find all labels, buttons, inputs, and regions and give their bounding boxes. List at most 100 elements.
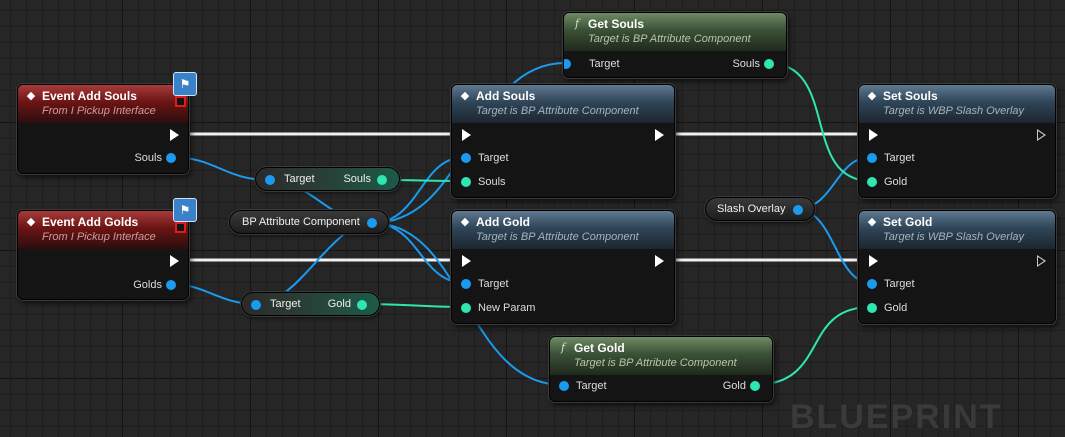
node-header: f Get Souls Target is BP Attribute Compo… xyxy=(564,13,786,51)
golds-output-pin-row: Golds xyxy=(133,278,176,292)
event-add-souls-node[interactable]: ◆ Event Add Souls From I Pickup Interfac… xyxy=(17,84,189,174)
target-input-pin-row: Target xyxy=(550,379,607,393)
add-souls-node[interactable]: ◆ Add Souls Target is BP Attribute Compo… xyxy=(451,84,675,198)
node-header: ◆ Set Souls Target is WBP Slash Overlay xyxy=(859,85,1055,123)
pin-label: Target xyxy=(576,380,607,392)
node-subtitle: From I Pickup Interface xyxy=(42,231,156,243)
add-gold-node[interactable]: ◆ Add Gold Target is BP Attribute Compon… xyxy=(451,210,675,324)
node-subtitle: Target is BP Attribute Component xyxy=(588,33,751,45)
gold-input-pin-row: Gold xyxy=(859,175,907,189)
target-input-pin[interactable] xyxy=(867,279,877,289)
gold-input-pin[interactable] xyxy=(867,177,877,187)
souls-output-pin-row: Souls xyxy=(134,151,176,165)
node-title: Event Add Souls xyxy=(42,89,137,103)
target-input-pin-row: Target xyxy=(452,277,509,291)
node-title: Add Souls xyxy=(476,89,536,103)
node-title: Set Gold xyxy=(883,215,933,229)
interface-event-icon: ⚑ xyxy=(173,198,197,222)
node-header: ◆ Add Gold Target is BP Attribute Compon… xyxy=(452,211,674,249)
exec-out-pin[interactable] xyxy=(1037,129,1046,141)
get-gold-node[interactable]: f Get Gold Target is BP Attribute Compon… xyxy=(549,336,773,402)
event-icon: ◆ xyxy=(26,216,36,228)
bp-attribute-component-variable[interactable]: BP Attribute Component xyxy=(229,210,389,234)
function-icon: f xyxy=(574,17,580,30)
node-header: ◆ Event Add Souls From I Pickup Interfac… xyxy=(18,85,188,123)
node-subtitle: Target is WBP Slash Overlay xyxy=(883,105,1025,117)
overlay-output-pin[interactable] xyxy=(793,205,803,215)
souls-input-pin[interactable] xyxy=(461,177,471,187)
target-input-pin[interactable] xyxy=(265,175,275,185)
pin-label: Target xyxy=(478,152,509,164)
gold-output-pin-row: Gold xyxy=(723,379,760,393)
break-gold-node[interactable]: Target Gold xyxy=(241,292,380,316)
pin-label: Gold xyxy=(722,380,746,392)
new-param-input-pin[interactable] xyxy=(461,303,471,313)
int-wire xyxy=(753,306,872,386)
pin-label: Souls xyxy=(134,152,162,164)
golds-output-pin[interactable] xyxy=(166,280,176,290)
node-header: ◆ Event Add Golds From I Pickup Interfac… xyxy=(18,211,188,249)
pin-label: Target xyxy=(270,298,301,310)
slash-overlay-variable[interactable]: Slash Overlay xyxy=(705,197,815,221)
node-subtitle: From I Pickup Interface xyxy=(42,105,156,117)
exec-out-pin[interactable] xyxy=(1037,255,1046,267)
target-input-pin[interactable] xyxy=(564,59,571,69)
node-subtitle: Target is BP Attribute Component xyxy=(574,357,737,369)
replication-indicator-icon xyxy=(175,222,186,233)
get-souls-node[interactable]: f Get Souls Target is BP Attribute Compo… xyxy=(563,12,787,78)
pin-label: Target xyxy=(884,152,915,164)
exec-out-pin[interactable] xyxy=(170,129,179,141)
node-title: Get Gold xyxy=(574,341,625,355)
souls-output-pin[interactable] xyxy=(166,153,176,163)
pin-label: Souls xyxy=(478,176,506,188)
target-input-pin-row: Target xyxy=(564,57,620,71)
target-input-pin[interactable] xyxy=(251,300,261,310)
exec-in-pin[interactable] xyxy=(869,255,878,267)
pin-label: Golds xyxy=(133,279,162,291)
target-input-pin-row: Target xyxy=(859,277,915,291)
exec-out-pin[interactable] xyxy=(170,255,179,267)
event-add-golds-node[interactable]: ◆ Event Add Golds From I Pickup Interfac… xyxy=(17,210,189,300)
break-souls-node[interactable]: Target Souls xyxy=(255,167,400,191)
interface-event-icon: ⚑ xyxy=(173,72,197,96)
function-node-icon: ◆ xyxy=(460,90,470,102)
exec-out-pin[interactable] xyxy=(655,129,664,141)
function-node-icon: ◆ xyxy=(867,216,877,228)
souls-output-pin[interactable] xyxy=(377,175,387,185)
exec-out-pin[interactable] xyxy=(655,255,664,267)
target-input-pin[interactable] xyxy=(559,381,569,391)
exec-in-pin[interactable] xyxy=(462,129,471,141)
pin-label: Target xyxy=(478,278,509,290)
set-gold-node[interactable]: ◆ Set Gold Target is WBP Slash Overlay T… xyxy=(858,210,1056,324)
component-output-pin[interactable] xyxy=(367,218,377,228)
pin-label: Souls xyxy=(343,173,371,185)
gold-input-pin[interactable] xyxy=(867,303,877,313)
function-node-icon: ◆ xyxy=(867,90,877,102)
souls-input-pin-row: Souls xyxy=(452,175,506,189)
pin-label: Gold xyxy=(327,298,351,310)
node-subtitle: Target is BP Attribute Component xyxy=(476,105,639,117)
node-title: Set Souls xyxy=(883,89,938,103)
exec-in-pin[interactable] xyxy=(869,129,878,141)
node-header: ◆ Add Souls Target is BP Attribute Compo… xyxy=(452,85,674,123)
pin-label: Target xyxy=(284,173,315,185)
pin-label: Gold xyxy=(884,176,908,188)
pin-label: Target xyxy=(589,58,620,70)
gold-output-pin[interactable] xyxy=(357,300,367,310)
target-input-pin[interactable] xyxy=(461,153,471,163)
pin-label: Target xyxy=(884,278,915,290)
exec-in-pin[interactable] xyxy=(462,255,471,267)
souls-output-pin[interactable] xyxy=(764,59,774,69)
set-souls-node[interactable]: ◆ Set Souls Target is WBP Slash Overlay … xyxy=(858,84,1056,198)
variable-label: Slash Overlay xyxy=(717,203,786,215)
wire-layer xyxy=(170,62,872,386)
target-input-pin[interactable] xyxy=(867,153,877,163)
node-title: Get Souls xyxy=(588,17,645,31)
node-title: Event Add Golds xyxy=(42,215,139,229)
target-input-pin-row: Target xyxy=(859,151,915,165)
int-wire xyxy=(767,62,872,182)
target-input-pin[interactable] xyxy=(461,279,471,289)
event-icon: ◆ xyxy=(26,90,36,102)
pin-label: Gold xyxy=(884,302,908,314)
gold-output-pin[interactable] xyxy=(750,381,760,391)
